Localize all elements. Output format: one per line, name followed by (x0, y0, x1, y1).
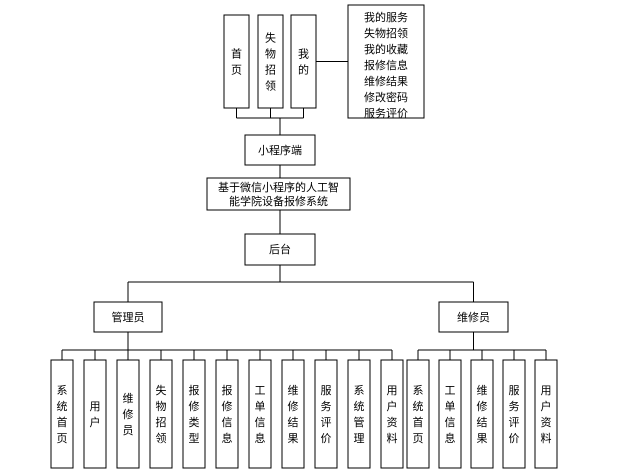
module-node: 维修员 (116, 359, 140, 469)
system-title-line-2: 能学院设备报修系统 (229, 194, 328, 208)
module-node: 维修结果 (470, 359, 494, 469)
module-node: 报修类型 (182, 359, 206, 469)
module-label: 报修信息 (222, 383, 233, 445)
mine-feature-item: 我的收藏 (364, 42, 408, 56)
module-node: 维修结果 (281, 359, 305, 469)
module-node: 工单信息 (248, 359, 272, 469)
module-node: 用户资料 (380, 359, 404, 469)
mine-feature-item: 服务评价 (364, 107, 408, 120)
module-node: 工单信息 (438, 359, 462, 469)
module-node: 报修信息 (215, 359, 239, 469)
module-node: 失物招领 (149, 359, 173, 469)
module-label: 工单信息 (445, 384, 456, 445)
node-admin: 管理员 (93, 301, 163, 333)
module-node: 系统管理 (347, 359, 371, 469)
module-label: 服务评价 (509, 384, 520, 445)
module-node: 系统首页 (406, 359, 430, 469)
module-label: 用户资料 (387, 384, 398, 445)
node-admin-label: 管理员 (112, 310, 145, 324)
module-label: 服务评价 (321, 384, 332, 445)
mine-features-list: 我的服务失物招领我的收藏报修信息维修结果修改密码服务评价 (364, 10, 408, 120)
module-label: 维修结果 (288, 384, 299, 445)
module-node: 服务评价 (314, 359, 338, 469)
module-node: 服务评价 (502, 359, 526, 469)
node-lost-and-found-label: 失物招领 (265, 32, 276, 93)
module-label: 系统首页 (57, 384, 68, 445)
module-label: 报修类型 (189, 383, 200, 445)
node-mine: 我的 (290, 14, 317, 109)
mine-features-box: 我的服务失物招领我的收藏报修信息维修结果修改密码服务评价 (347, 4, 425, 120)
module-node: 用户 (83, 359, 107, 469)
module-label: 维修结果 (477, 384, 488, 445)
mine-feature-item: 修改密码 (364, 90, 408, 104)
node-miniprogram-label: 小程序端 (258, 143, 302, 157)
mine-feature-item: 我的服务 (364, 10, 408, 24)
node-system: 基于微信小程序的人工智 能学院设备报修系统 (206, 177, 351, 211)
node-repairer: 维修员 (438, 301, 509, 333)
module-label: 用户资料 (541, 384, 552, 445)
mine-feature-item: 失物招领 (364, 26, 408, 40)
node-mine-label: 我的 (298, 48, 309, 77)
node-home: 首页 (223, 14, 250, 109)
node-miniprogram: 小程序端 (244, 134, 316, 166)
repairer-modules: 系统首页 工单信息 维修结果 服务评价 用户资料 (406, 359, 558, 469)
node-lost-and-found: 失物招领 (257, 14, 284, 109)
module-label: 维修员 (123, 392, 134, 437)
node-repairer-label: 维修员 (457, 310, 490, 324)
node-backend: 后台 (244, 233, 316, 266)
module-node: 系统首页 (50, 359, 74, 469)
admin-modules: 系统首页 用户 维修员 失物招领 报修类型 报修信息 工单信息 维修结果 服务评价 系统管理 用户资… (50, 359, 404, 469)
connectors (61, 61, 547, 360)
node-backend-label: 后台 (269, 242, 291, 256)
system-title-line-1: 基于微信小程序的人工智 (218, 180, 339, 194)
module-label: 失物招领 (156, 384, 167, 445)
module-label: 系统管理 (354, 384, 365, 445)
mine-feature-item: 报修信息 (364, 58, 408, 72)
module-label: 工单信息 (255, 384, 266, 445)
node-home-label: 首页 (231, 47, 242, 77)
module-label: 用户 (90, 400, 101, 429)
module-label: 系统首页 (413, 384, 424, 445)
module-node: 用户资料 (534, 359, 558, 469)
mine-feature-item: 维修结果 (364, 74, 408, 88)
